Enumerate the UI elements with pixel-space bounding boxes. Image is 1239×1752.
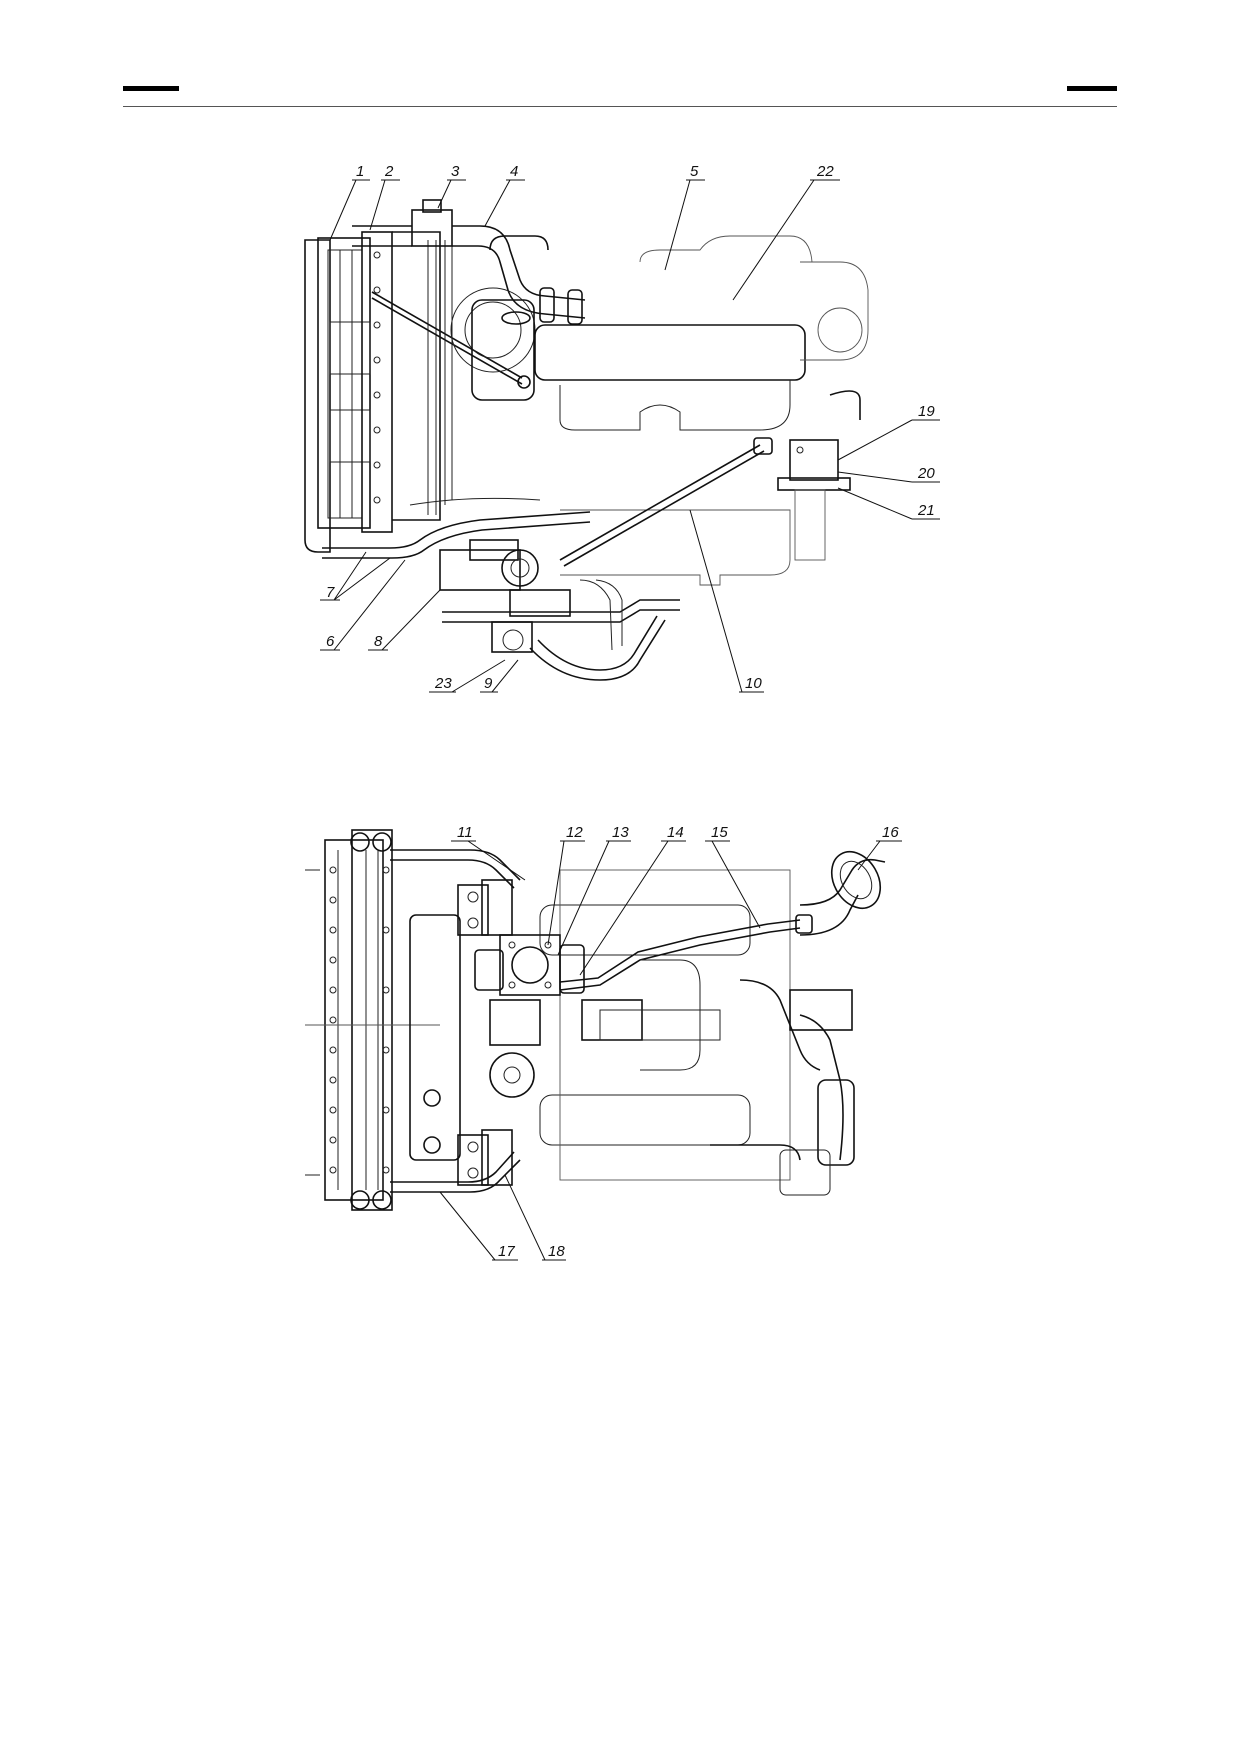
callout-label: 18 <box>548 1243 565 1260</box>
callout-label: 11 <box>457 824 473 841</box>
callout-label: 7 <box>326 584 335 601</box>
callout-9: 9 <box>480 659 519 693</box>
callout-label: 12 <box>566 824 583 841</box>
callout-label: 10 <box>745 675 762 692</box>
callout-15: 15 <box>705 824 761 929</box>
callout-label: 16 <box>882 824 899 841</box>
callout-2: 2 <box>369 163 400 231</box>
callout-7: 7 <box>320 551 391 601</box>
callout-label: 5 <box>690 163 699 180</box>
callout-label: 21 <box>917 502 935 519</box>
callout-label: 2 <box>384 163 394 180</box>
callout-label: 23 <box>434 675 452 692</box>
callout-label: 13 <box>612 824 629 841</box>
callout-label: 3 <box>451 163 460 180</box>
callout-label: 1 <box>356 163 364 180</box>
header-bar-left <box>123 86 179 91</box>
callout-17: 17 <box>439 1191 518 1261</box>
callout-label: 15 <box>711 824 728 841</box>
callout-label: 19 <box>918 403 935 420</box>
plan-view-drawing <box>305 829 886 1211</box>
callout-label: 22 <box>816 163 834 180</box>
callout-label: 9 <box>484 675 493 692</box>
callout-label: 14 <box>667 824 684 841</box>
side-view-callouts: 1 2 3 4 5 22 19 20 <box>320 163 940 693</box>
callout-13: 13 <box>557 824 631 956</box>
page-header <box>0 0 1239 120</box>
callout-1: 1 <box>329 163 370 241</box>
callout-label: 6 <box>326 633 335 650</box>
callout-3: 3 <box>437 163 466 209</box>
callout-4: 4 <box>484 163 525 227</box>
callout-label: 4 <box>510 163 518 180</box>
side-view-drawing <box>304 199 869 681</box>
callout-19: 19 <box>837 403 940 461</box>
callout-11: 11 <box>451 824 526 881</box>
callout-label: 17 <box>498 1243 515 1260</box>
callout-20: 20 <box>837 465 940 483</box>
callout-18: 18 <box>504 1174 566 1261</box>
callout-12: 12 <box>547 824 585 946</box>
callout-21: 21 <box>837 487 940 520</box>
callout-16: 16 <box>857 824 902 871</box>
callout-5: 5 <box>664 163 705 271</box>
callout-14: 14 <box>579 824 686 976</box>
callout-10: 10 <box>689 509 764 693</box>
callout-label: 8 <box>374 633 383 650</box>
callout-6: 6 <box>320 559 406 651</box>
header-rule <box>123 106 1117 107</box>
callout-8: 8 <box>368 589 441 651</box>
callout-22: 22 <box>732 163 840 301</box>
callout-23: 23 <box>429 659 506 693</box>
plan-view-callouts: 11 12 13 14 15 16 17 18 <box>439 824 902 1261</box>
header-bar-right <box>1067 86 1117 91</box>
callout-label: 20 <box>917 465 935 482</box>
